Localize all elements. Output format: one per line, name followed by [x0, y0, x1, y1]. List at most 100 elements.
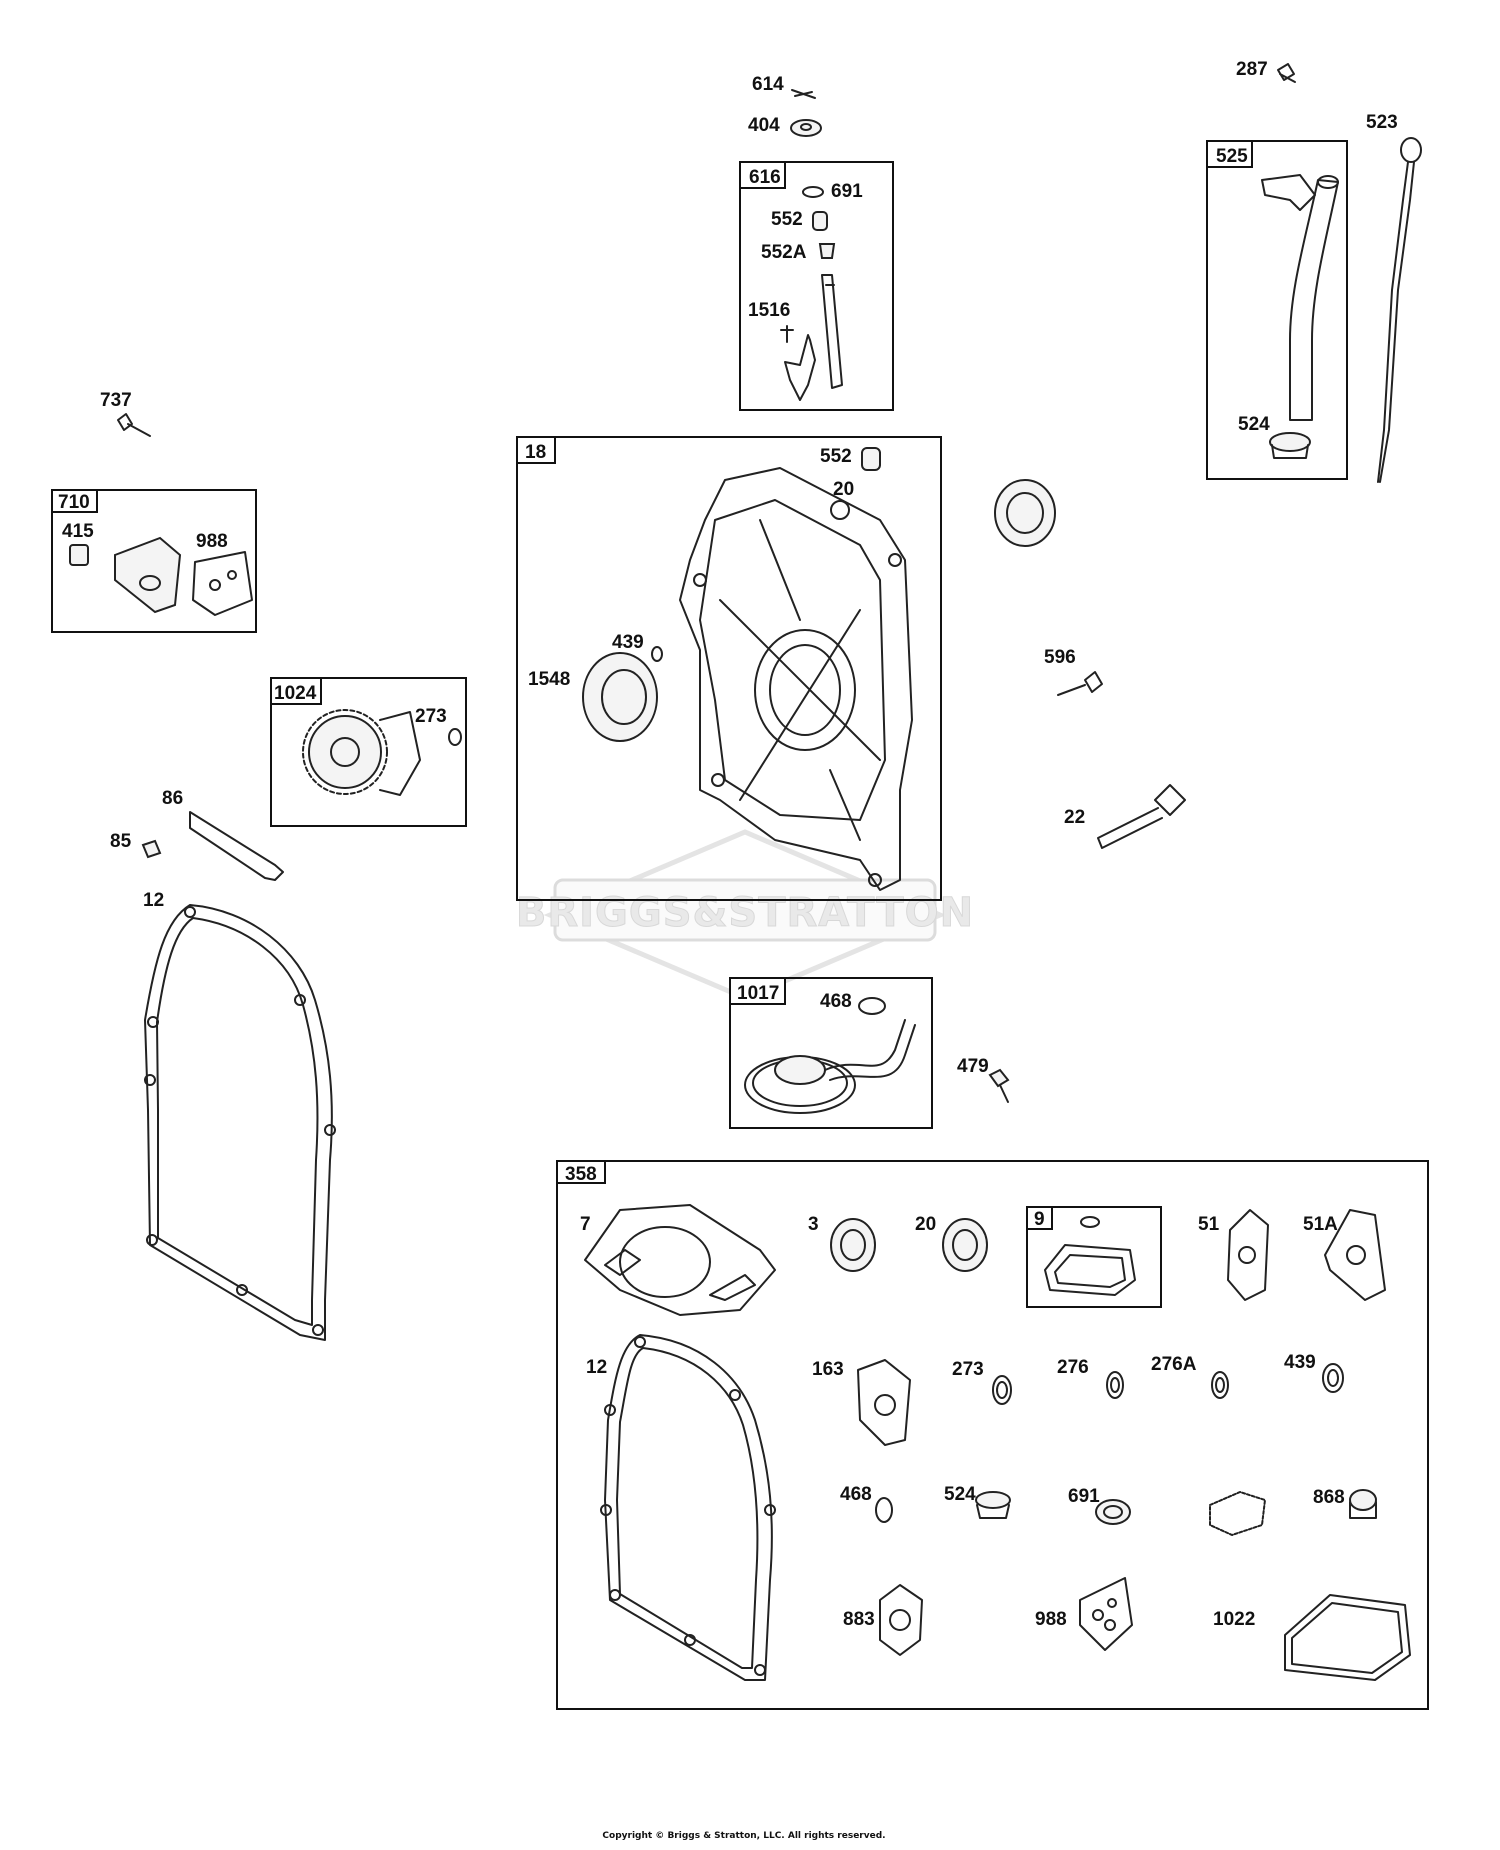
oil-pump-gear — [302, 709, 421, 796]
callout-479[interactable]: 479 — [957, 1056, 989, 1077]
washer-273 — [448, 728, 462, 746]
callout-20b[interactable]: 20 — [915, 1214, 936, 1235]
callout-86[interactable]: 86 — [162, 788, 183, 809]
gasket-12b — [600, 1334, 776, 1681]
callout-9[interactable]: 9 — [1034, 1209, 1045, 1230]
callout-273b[interactable]: 273 — [952, 1359, 984, 1380]
callout-691[interactable]: 691 — [831, 181, 863, 202]
callout-1022[interactable]: 1022 — [1213, 1609, 1255, 1630]
callout-691b[interactable]: 691 — [1068, 1486, 1100, 1507]
briggs-stratton-watermark: BRIGGS&STRATTON — [515, 829, 974, 1001]
callout-276A[interactable]: 276A — [1151, 1354, 1197, 1375]
gasket-988b — [1079, 1577, 1133, 1651]
plug-524b — [975, 1491, 1011, 1509]
callout-439[interactable]: 439 — [612, 632, 644, 653]
callout-404[interactable]: 404 — [748, 115, 780, 136]
governor-lever-plate — [784, 334, 816, 401]
callout-614[interactable]: 614 — [752, 74, 784, 95]
dipstick-tube-525 — [1289, 179, 1339, 421]
bushing-552 — [812, 211, 828, 231]
part-group-710[interactable] — [51, 489, 257, 633]
callout-287[interactable]: 287 — [1236, 59, 1268, 80]
gasket-1022 — [1284, 1594, 1411, 1681]
bushing-552A — [818, 243, 836, 259]
washer-439 — [651, 646, 663, 662]
washer-404 — [790, 119, 822, 137]
gasket-988 — [192, 551, 253, 616]
callout-273[interactable]: 273 — [415, 706, 447, 727]
callout-20[interactable]: 20 — [833, 479, 854, 500]
tube-bracket — [1261, 174, 1316, 211]
washer-273b — [992, 1375, 1012, 1405]
callout-523[interactable]: 523 — [1366, 112, 1398, 133]
callout-7[interactable]: 7 — [580, 1214, 591, 1235]
callout-51A[interactable]: 51A — [1303, 1214, 1338, 1235]
callout-276[interactable]: 276 — [1057, 1357, 1089, 1378]
callout-22[interactable]: 22 — [1064, 807, 1085, 828]
part-group-18[interactable] — [516, 436, 942, 901]
part-group-525[interactable] — [1206, 140, 1348, 480]
dipstick-ring-523 — [1400, 137, 1422, 163]
callout-988b[interactable]: 988 — [1035, 1609, 1067, 1630]
callout-1516[interactable]: 1516 — [748, 300, 790, 321]
callout-3[interactable]: 3 — [808, 1214, 819, 1235]
gasket-163 — [857, 1359, 911, 1446]
callout-1548[interactable]: 1548 — [528, 669, 570, 690]
part-group-358[interactable] — [556, 1160, 1429, 1710]
bearing-1548 — [582, 652, 658, 742]
callout-524[interactable]: 524 — [1238, 414, 1270, 435]
callout-737[interactable]: 737 — [100, 390, 132, 411]
plug-524 — [1269, 432, 1311, 452]
callout-1024[interactable]: 1024 — [274, 683, 317, 704]
callout-524b[interactable]: 524 — [944, 1484, 976, 1505]
callout-18[interactable]: 18 — [525, 442, 546, 463]
o-ring-468 — [858, 997, 886, 1015]
oil-pickup — [744, 1019, 916, 1114]
bolt-22 — [1097, 784, 1186, 849]
valve-seal-868 — [1349, 1489, 1377, 1511]
callout-525[interactable]: 525 — [1216, 146, 1248, 167]
bolt-596 — [1057, 671, 1103, 696]
part-group-1024[interactable] — [270, 677, 467, 827]
part-group-1017[interactable] — [729, 977, 933, 1129]
callout-552b[interactable]: 552 — [820, 446, 852, 467]
callout-552[interactable]: 552 — [771, 209, 803, 230]
callout-988[interactable]: 988 — [196, 531, 228, 552]
washer-276A — [1211, 1371, 1229, 1399]
callout-12b[interactable]: 12 — [586, 1357, 607, 1378]
washer-276 — [1106, 1371, 1124, 1399]
plug-85 — [141, 839, 162, 859]
watermark-text: BRIGGS&STRATTON — [516, 890, 974, 936]
callout-12[interactable]: 12 — [143, 890, 164, 911]
callout-415[interactable]: 415 — [62, 521, 94, 542]
callout-163[interactable]: 163 — [812, 1359, 844, 1380]
callout-85[interactable]: 85 — [110, 831, 132, 852]
washer-439b — [1322, 1363, 1344, 1393]
gasket-faint — [1209, 1491, 1266, 1536]
screw-479 — [988, 1068, 1010, 1088]
screw-1516 — [780, 325, 794, 343]
governor-shaft — [821, 274, 843, 389]
gasket-51 — [1227, 1209, 1269, 1301]
callout-616[interactable]: 616 — [749, 167, 781, 188]
crankcase-cover — [679, 467, 913, 891]
callout-51[interactable]: 51 — [1198, 1214, 1220, 1235]
callout-596[interactable]: 596 — [1044, 647, 1076, 668]
part-group-9[interactable] — [1026, 1206, 1162, 1308]
cover-plate — [114, 536, 182, 614]
callout-468[interactable]: 468 — [820, 991, 852, 1012]
callout-468b[interactable]: 468 — [840, 1484, 872, 1505]
callout-1017[interactable]: 1017 — [737, 983, 779, 1004]
o-ring-468b — [875, 1497, 893, 1523]
callout-868[interactable]: 868 — [1313, 1487, 1345, 1508]
callout-552A[interactable]: 552A — [761, 242, 807, 263]
washer-9 — [1080, 1216, 1100, 1228]
callout-439b[interactable]: 439 — [1284, 1352, 1316, 1373]
callout-358[interactable]: 358 — [565, 1164, 597, 1185]
washer-691 — [802, 186, 824, 198]
gasket-9 — [1044, 1244, 1136, 1296]
part-group-616[interactable] — [739, 161, 894, 411]
callout-710[interactable]: 710 — [58, 492, 90, 513]
callout-883[interactable]: 883 — [843, 1609, 875, 1630]
